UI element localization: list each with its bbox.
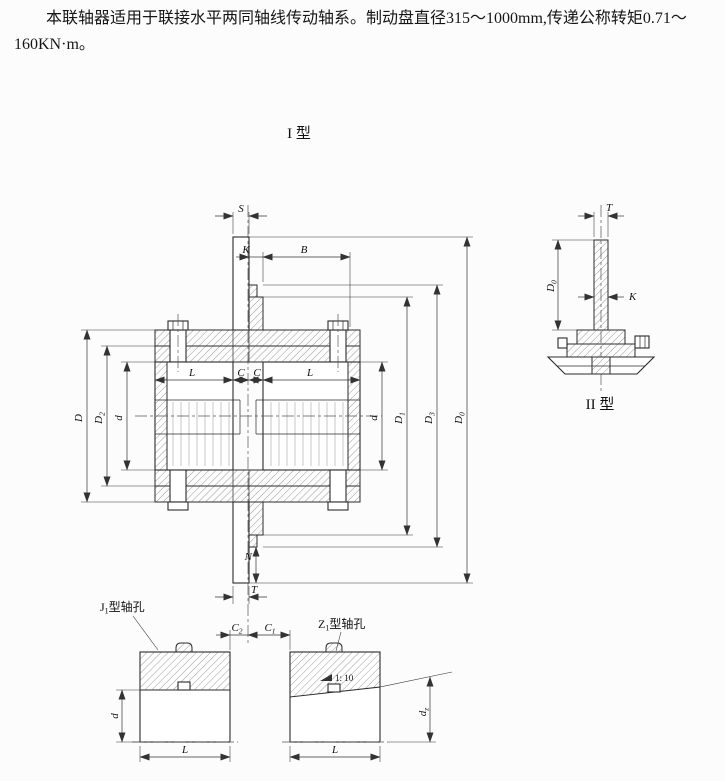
dim-l-right-label: L (306, 367, 313, 379)
z1-taper-extension (379, 671, 453, 688)
bolt-end-left (167, 501, 189, 511)
bolt-hole-bottom-left (169, 469, 187, 503)
j1-bore-view: J1型轴孔 d L (100, 599, 238, 762)
dim-c1-label: C1 (264, 622, 275, 636)
disc-hub-substep-bottom (248, 534, 258, 548)
z1-keyway-boss (325, 642, 343, 653)
dim-cap-d-label: D (73, 414, 85, 423)
taper-symbol-icon (320, 674, 332, 681)
bolt-centerlines (177, 314, 339, 372)
dim-d1-label: D1 (393, 412, 407, 425)
j1-extension-lines (116, 689, 231, 762)
shaft-bore-lines (155, 399, 360, 435)
bolt-hole-bottom-right (329, 469, 347, 503)
dim-l-j1-label: L (181, 744, 188, 756)
intro-paragraph: 本联轴器适用于联接水平两同轴线传动轴系。制动盘直径315～1000mm,传递公称… (14, 6, 714, 59)
type2-disc (593, 239, 609, 331)
type2-caption: II 型 (586, 396, 615, 413)
type2-flange-upper (576, 329, 626, 345)
disc-hub-substep-top (248, 284, 258, 298)
dim-d-left-label: d (113, 415, 125, 421)
dim-d0-type2-label: D0 (545, 280, 559, 293)
dim-c-right-label: C (253, 367, 261, 379)
type2-view-dimensions: T K D0 (545, 202, 637, 331)
j1-keyway-slot (177, 681, 191, 691)
extension-lines-type2 (552, 212, 609, 331)
type2-nut-left (557, 337, 568, 349)
j1-keyway-boss (175, 642, 193, 653)
j1-leader (132, 615, 159, 651)
dim-k-label: K (241, 244, 250, 256)
z1-keyway-slot (327, 683, 341, 693)
type2-view-geometry (546, 205, 656, 392)
disc-hub-step-bottom (248, 501, 264, 536)
type1-caption: I 型 (287, 125, 311, 142)
disc-hub-step-top (248, 296, 264, 331)
j1-bore-label: J1型轴孔 (100, 599, 145, 616)
z1-leader (335, 631, 342, 652)
type2-bolt-facets (639, 336, 646, 348)
dim-d0-label: D0 (453, 412, 467, 425)
dim-b-label: B (301, 244, 308, 256)
z1-bore-view: Z1型轴孔 1: 10 L dz (282, 616, 453, 762)
dim-s-label: S (238, 203, 244, 215)
taper-ratio-label: 1: 10 (335, 673, 354, 683)
type2-rim-center (591, 356, 611, 375)
dim-d2-label: D2 (93, 412, 107, 425)
disc-joint-lines (232, 330, 250, 502)
intro-line-1: 本联轴器适用于联接水平两同轴线传动轴系。制动盘直径315～1000mm,传递公称… (46, 10, 687, 27)
dim-d-j1-label: d (109, 713, 121, 719)
dim-l-left-label: L (188, 367, 195, 379)
intro-line-2: 160KN·m。 (14, 36, 95, 54)
dim-k-type2-label: K (628, 291, 637, 303)
dim-c2-label: C2 (231, 622, 242, 636)
dim-t-type2-label: T (606, 202, 613, 214)
dim-l-z1-label: L (331, 744, 338, 756)
brake-disc-stem-bottom (232, 501, 250, 584)
flange-ring-top (154, 345, 361, 363)
dim-d-right-label: d (368, 415, 380, 421)
main-view-dimensions: S K B L C C L d D2 D d D1 D3 D0 N (73, 203, 473, 650)
type2-flange-lower (566, 343, 636, 358)
main-view-geometry (135, 205, 382, 646)
dim-d3-label: D3 (423, 412, 437, 425)
dim-n-label: N (244, 551, 253, 563)
dim-c-left-label: C (237, 367, 245, 379)
captions: I 型 II 型 (287, 125, 614, 413)
bolt-end-right (327, 501, 349, 511)
type2-bolt-right (634, 335, 650, 349)
z1-bore-label: Z1型轴孔 (318, 616, 365, 633)
bolt-head-facets (172, 321, 344, 330)
dim-t-label: T (251, 584, 258, 596)
dim-dz-label: dz (417, 708, 431, 717)
